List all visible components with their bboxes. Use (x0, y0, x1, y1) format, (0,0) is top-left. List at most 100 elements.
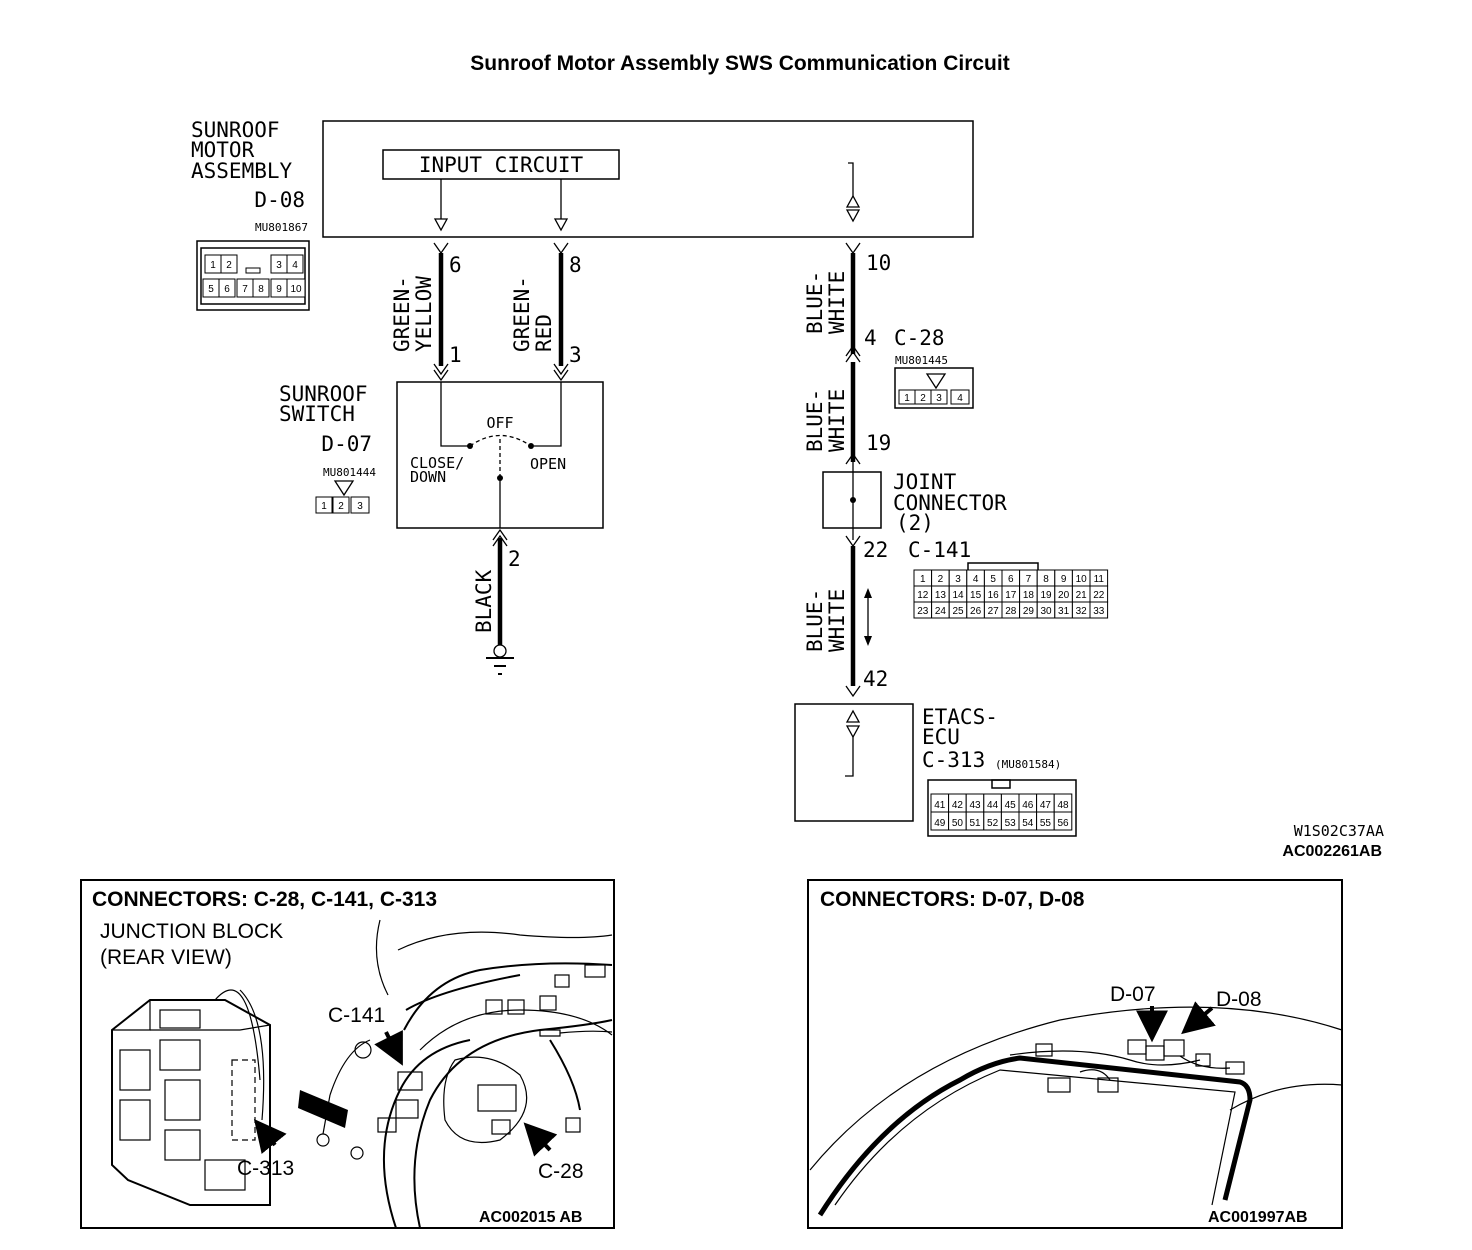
c141-pin-label: 20 (1058, 590, 1070, 601)
etacs-label-1: ETACS- (922, 705, 998, 729)
wire-gr-label-1: GREEN- (510, 276, 534, 352)
sunroof-switch: SUNROOF SWITCH D-07 MU801444 OFF CLOSE/ … (279, 381, 604, 529)
etacs-pin-label: 55 (1040, 818, 1052, 829)
svg-text:1: 1 (210, 260, 216, 271)
panel-left-title: CONNECTORS: C-28, C-141, C-313 (92, 888, 437, 911)
switch-name-1: SUNROOF (279, 382, 368, 406)
c141-pin-label: 17 (1005, 590, 1017, 601)
panel-left-code: AC002015 AB (479, 1209, 582, 1226)
input-circuit-label: INPUT CIRCUIT (419, 153, 584, 177)
svg-text:5: 5 (208, 284, 214, 295)
switch-close-label-1: CLOSE/ (410, 454, 464, 472)
roof-illustration (809, 1006, 1343, 1217)
etacs-pin-label: 45 (1005, 800, 1017, 811)
svg-text:9: 9 (276, 284, 282, 295)
etacs-pin-label: 48 (1057, 800, 1069, 811)
wire-blue-white-3: 22 42 BLUE- WHITE (803, 528, 888, 698)
etacs-pin-label: 56 (1057, 818, 1069, 829)
c141-pin-label: 14 (952, 590, 964, 601)
wire-bw2-label-2: WHITE (825, 389, 849, 452)
c141-pin-label: 19 (1040, 590, 1052, 601)
pin-2-label: 2 (508, 547, 521, 571)
svg-text:2: 2 (338, 501, 344, 512)
switch-open-label: OPEN (530, 455, 566, 473)
motor-part-number: MU801867 (255, 221, 308, 234)
c141-pin-label: 9 (1061, 574, 1067, 585)
d07-connector-face: 1 2 3 (315, 480, 370, 514)
wire-bw2-label-1: BLUE- (803, 389, 827, 452)
callout-c313: C-313 (237, 1157, 294, 1180)
wire-green-red: 8 3 GREEN- RED (510, 242, 582, 382)
etacs-pin-label: 51 (969, 818, 981, 829)
wire-gr-label-2: RED (532, 314, 556, 352)
switch-name-2: SWITCH (279, 402, 355, 426)
wire-bw3-label-2: WHITE (825, 589, 849, 652)
c141-pin-label: 26 (970, 606, 982, 617)
wire-green-yellow: 6 1 GREEN- YELLOW (390, 242, 462, 382)
etacs-pin-label: 47 (1040, 800, 1052, 811)
svg-text:3: 3 (357, 501, 363, 512)
pin-22-label: 22 (863, 538, 888, 562)
c28-label: C-28 (894, 326, 945, 350)
svg-text:10: 10 (290, 284, 302, 295)
c141-pin-label: 33 (1093, 606, 1105, 617)
joint-label-3: (2) (896, 511, 934, 535)
callout-d07: D-07 (1110, 983, 1156, 1006)
figure-code-2: AC002261AB (1282, 843, 1382, 860)
panel-right-title: CONNECTORS: D-07, D-08 (820, 888, 1085, 911)
c141-pin-label: 2 (938, 574, 944, 585)
c141-pin-label: 25 (952, 606, 964, 617)
motor-box (322, 120, 974, 238)
c141-pin-label: 12 (917, 590, 929, 601)
c141-pin-label: 8 (1043, 574, 1049, 585)
c141-pin-label: 13 (935, 590, 947, 601)
etacs-pin-label: 43 (969, 800, 981, 811)
motor-assembly: SUNROOF MOTOR ASSEMBLY D-08 MU801867 INP… (191, 118, 974, 238)
etacs-pin-label: 44 (987, 800, 999, 811)
etacs-pin-label: 46 (1022, 800, 1034, 811)
input-circuit-box (382, 149, 620, 180)
c141-pin-label: 4 (973, 574, 979, 585)
pin-10-label: 10 (866, 251, 891, 275)
etacs-pin-label: 54 (1022, 818, 1034, 829)
junction-block-label-1: JUNCTION BLOCK (100, 920, 283, 943)
c141-pin-label: 11 (1094, 574, 1105, 585)
pin-42-label: 42 (863, 667, 888, 691)
pin-6-label: 6 (449, 253, 462, 277)
c141-pin-label: 21 (1076, 590, 1088, 601)
pin-4-label: 4 (864, 326, 877, 350)
pin-8-label: 8 (569, 253, 582, 277)
switch-close-label-2: DOWN (410, 468, 446, 486)
junction-block-label-2: (REAR VIEW) (100, 946, 232, 969)
c141-pin-label: 24 (935, 606, 947, 617)
joint-connector: JOINT CONNECTOR (2) (822, 470, 1007, 535)
joint-label-2: CONNECTOR (893, 491, 1007, 515)
panel-right-code: AC001997AB (1208, 1209, 1308, 1226)
etacs-pin-cell (1053, 811, 1073, 831)
c141-pin-label: 6 (1008, 574, 1014, 585)
pin-19-label: 19 (866, 431, 891, 455)
c141-pin-label: 23 (917, 606, 929, 617)
etacs-label-2: ECU (922, 725, 960, 749)
joint-label-1: JOINT (893, 470, 957, 494)
c141-pin-label: 27 (988, 606, 1000, 617)
wire-bw1-label-2: WHITE (825, 271, 849, 334)
c141-pin-label: 30 (1040, 606, 1052, 617)
etacs-pin-label: 49 (934, 818, 946, 829)
panel-left-connectors: CONNECTORS: C-28, C-141, C-313 JUNCTION … (80, 879, 615, 1229)
etacs-pin-label: 50 (952, 818, 964, 829)
wire-gy-label-1: GREEN- (390, 276, 414, 352)
c141-pin-label: 7 (1026, 574, 1032, 585)
c141-pin-label: 16 (988, 590, 1000, 601)
svg-text:6: 6 (224, 284, 230, 295)
svg-text:8: 8 (258, 284, 264, 295)
c141-pin-label: 18 (1023, 590, 1035, 601)
svg-text:3: 3 (936, 393, 942, 404)
svg-text:3: 3 (276, 260, 282, 271)
figure-code-1: W1S02C37AA (1294, 822, 1384, 840)
diagram-title: Sunroof Motor Assembly SWS Communication… (470, 52, 1009, 75)
harness-illustration (298, 931, 613, 1229)
